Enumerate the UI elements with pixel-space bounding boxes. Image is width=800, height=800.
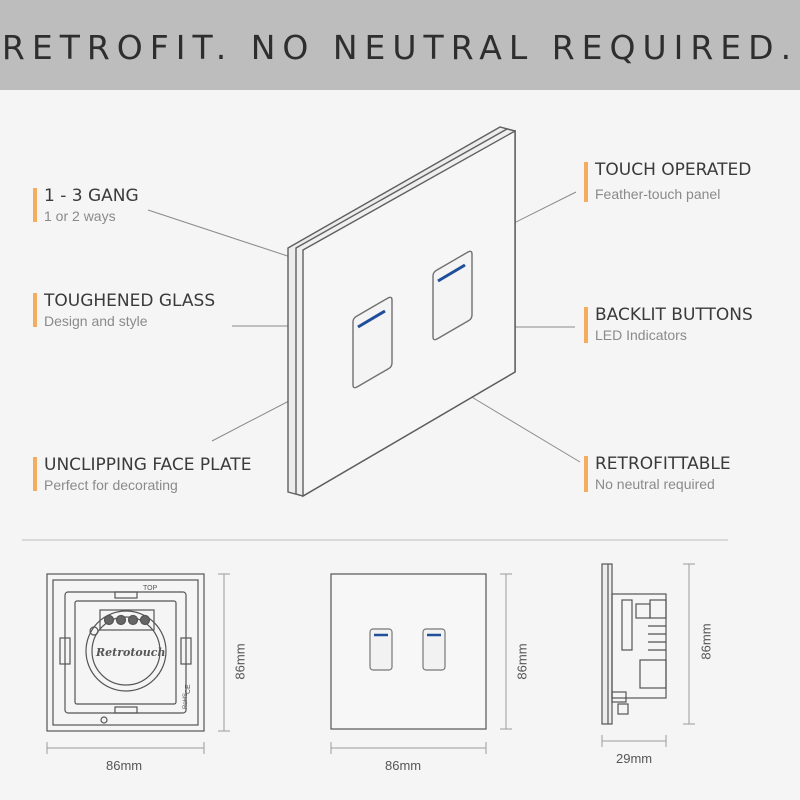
callout-title: BACKLIT BUTTONS [595, 305, 753, 325]
rohs-marking: RoHS [183, 693, 189, 709]
callout-subtitle: LED Indicators [595, 327, 687, 343]
touch-button-right [432, 250, 473, 341]
back-width-label: 86mm [106, 758, 143, 773]
accent-bar [33, 188, 37, 222]
accent-bar [584, 162, 588, 202]
side-dimensions [601, 563, 695, 747]
page-title: RETROFIT. NO NEUTRAL REQUIRED. [1, 28, 799, 67]
leader-line-retrofit [469, 395, 581, 463]
back-outer-frame [46, 573, 205, 732]
back-module [74, 600, 177, 705]
mounting-ring [85, 610, 167, 692]
side-terminal-bottom [639, 659, 667, 689]
accent-bar [33, 457, 37, 491]
clip-bottom [114, 706, 138, 714]
accent-bar [584, 456, 588, 492]
front-width-label: 86mm [385, 758, 422, 773]
callout-title: UNCLIPPING FACE PLATE [44, 455, 252, 475]
side-terminal-top [649, 599, 667, 619]
accent-bar [33, 293, 37, 327]
back-view [46, 573, 205, 732]
terminal-screw-1 [103, 614, 115, 626]
side-depth-label: 29mm [616, 751, 653, 766]
side-height-label: 86mm [698, 623, 714, 660]
terminal-screw-2 [115, 614, 127, 626]
callout-title: RETROFITTABLE [595, 454, 731, 474]
terminal-screw-3 [127, 614, 139, 626]
led-indicator-left [357, 309, 386, 329]
front-height-label: 86mm [514, 643, 530, 680]
brand-logo: Retrotouch [95, 646, 165, 659]
side-foot [617, 703, 629, 715]
front-button-right [422, 628, 446, 671]
callout-subtitle: Design and style [44, 313, 148, 329]
top-marking: TOP [143, 585, 158, 592]
callout-title: TOUGHENED GLASS [44, 291, 216, 311]
header-banner: RETROFIT. NO NEUTRAL REQUIRED. [0, 0, 800, 90]
switch-isometric [287, 126, 516, 498]
side-view [601, 563, 667, 725]
front-dimensions [330, 573, 512, 754]
callout-title: 1 - 3 GANG [44, 186, 139, 206]
callout-subtitle: No neutral required [595, 476, 715, 492]
front-button-left [369, 628, 393, 671]
back-dimensions [46, 573, 230, 754]
ce-marking: CE [185, 684, 192, 694]
front-view [330, 573, 487, 730]
glass-face [302, 129, 516, 498]
clip-right [180, 637, 192, 665]
side-glass-plate [601, 563, 613, 725]
side-rib-2 [635, 603, 651, 619]
side-housing [611, 593, 667, 699]
led-indicator-right [437, 263, 466, 283]
front-plate [330, 573, 487, 730]
callout-subtitle: 1 or 2 ways [44, 208, 116, 224]
terminal-screw-4 [139, 614, 151, 626]
side-rib-1 [621, 599, 633, 651]
accent-bar [584, 307, 588, 343]
mounting-ring-inner [91, 616, 161, 686]
clip-left [59, 637, 71, 665]
callout-title: TOUCH OPERATED [595, 160, 752, 180]
back-height-label: 86mm [232, 643, 248, 680]
earth-screw [100, 716, 108, 724]
antenna-post [89, 626, 99, 636]
back-inner-frame [52, 579, 199, 726]
callout-subtitle: Feather-touch panel [595, 186, 721, 202]
callout-subtitle: Perfect for decorating [44, 477, 178, 493]
terminal-block [99, 609, 155, 631]
side-clip [611, 691, 627, 703]
clip-top [114, 591, 138, 599]
touch-button-left [352, 296, 393, 389]
